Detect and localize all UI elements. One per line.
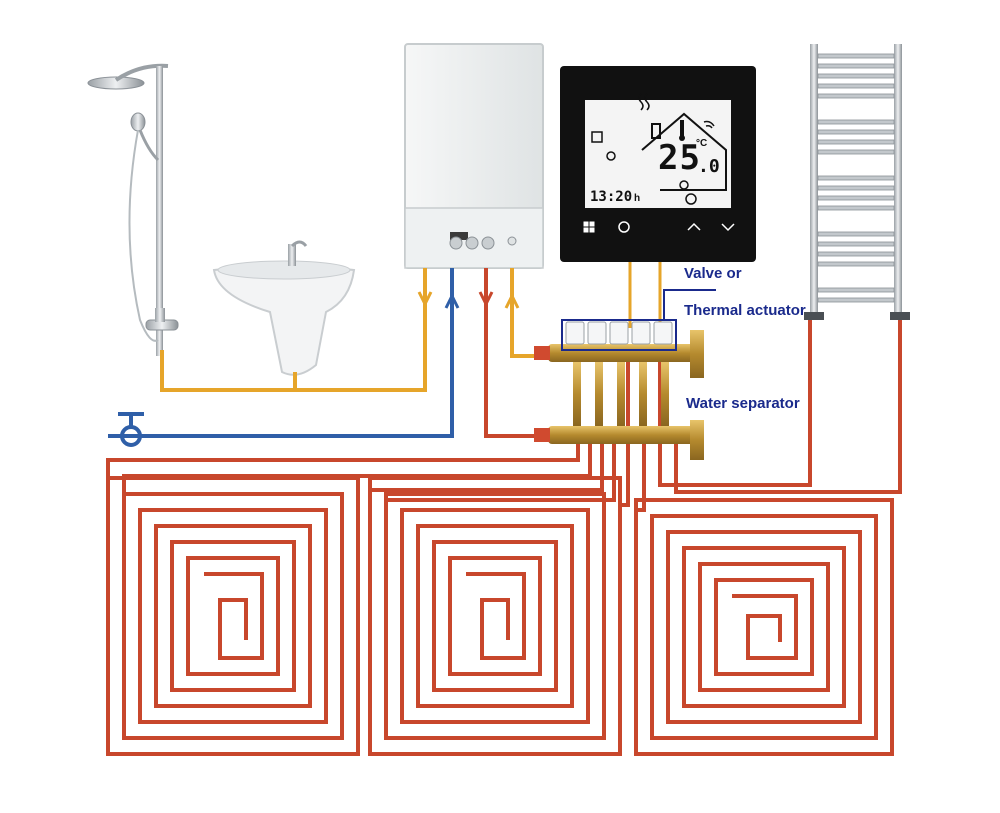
thermal-actuator-label: Thermal actuator xyxy=(684,302,806,319)
shower-icon xyxy=(87,63,179,356)
floor-coil-middle xyxy=(368,476,622,756)
floor-coil-left xyxy=(106,476,360,756)
sink-icon xyxy=(212,240,356,376)
faucet-valve-icon xyxy=(118,412,144,447)
thermostat-decimal: .0 xyxy=(698,156,720,177)
thermostat-time: 13:20 xyxy=(590,189,633,205)
thermostat-icon xyxy=(560,66,756,262)
water-separator-label: Water separator xyxy=(686,395,800,412)
thermostat-temperature: 25 xyxy=(658,138,701,178)
flow-arrows xyxy=(417,291,520,309)
boiler-pipes xyxy=(108,262,662,438)
floor-coil-right xyxy=(634,498,894,756)
manifold-icon xyxy=(534,319,704,460)
thermostat-unit: °C xyxy=(696,138,708,149)
label-leaders xyxy=(663,289,716,321)
towel-radiator-icon xyxy=(804,44,910,320)
valve-label: Valve or xyxy=(684,265,742,282)
thermostat-time-suffix: h xyxy=(634,193,641,204)
boiler-icon xyxy=(404,43,544,269)
floor-heating-coils xyxy=(106,476,894,756)
